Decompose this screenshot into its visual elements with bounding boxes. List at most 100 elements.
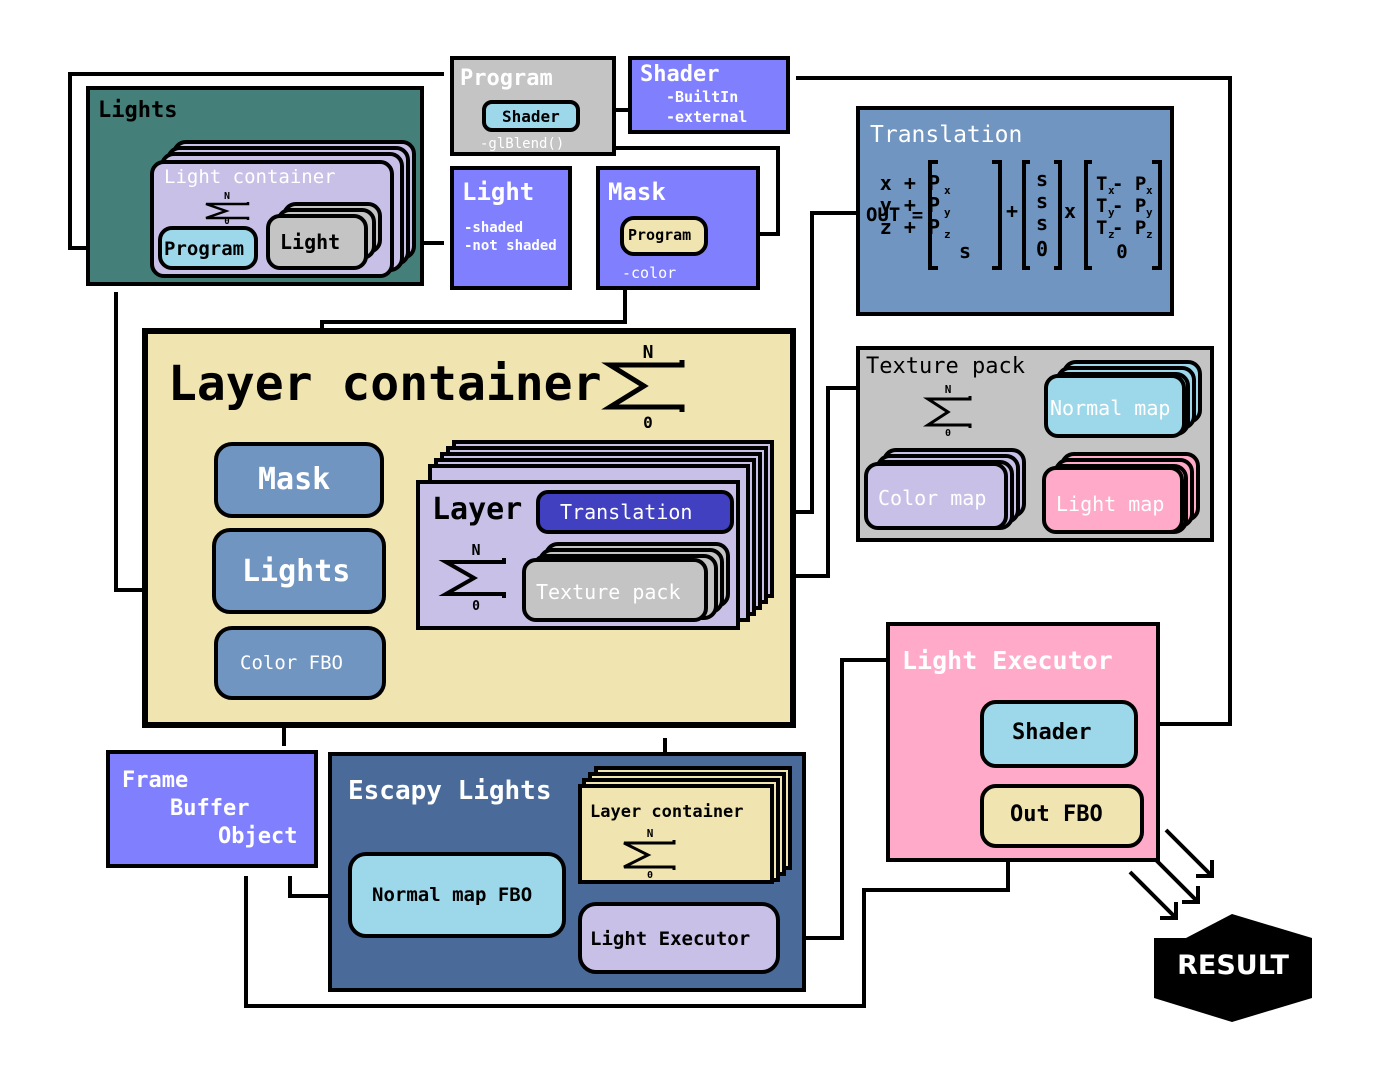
fbo-line-1: Frame <box>122 768 189 793</box>
svg-text:0: 0 <box>224 217 229 224</box>
escapy-light-executor-pill[interactable]: Light Executor <box>578 902 780 974</box>
light-item[interactable]: Light <box>266 214 368 270</box>
light-executor-box: Light Executor Shader Out FBO <box>886 622 1160 862</box>
mask-program-button[interactable]: Program <box>620 216 708 256</box>
sigma-icon: N 0 <box>200 190 254 227</box>
svg-text:x: x <box>1064 199 1076 223</box>
light-executor-title: Light Executor <box>902 646 1113 675</box>
svg-text:y: y <box>1146 206 1153 219</box>
texture-pack-title: Texture pack <box>866 354 1025 379</box>
escapy-layer-container[interactable]: Layer container <box>578 784 774 884</box>
svg-text:0: 0 <box>647 870 653 878</box>
escapy-light-executor-label: Light Executor <box>590 928 751 950</box>
program-box: Program Shader -glBlend() <box>450 56 616 156</box>
executor-shader-pill[interactable]: Shader <box>980 700 1138 768</box>
svg-text:- P: - P <box>1112 173 1146 195</box>
svg-text:x: x <box>1146 184 1153 197</box>
svg-text:- P: - P <box>1112 217 1146 239</box>
wire-shader-to-executor-shader <box>796 76 1232 726</box>
wire-out-fbo-loop <box>244 840 1010 1008</box>
layer-lights-pill[interactable]: Lights <box>212 528 386 614</box>
svg-text:T: T <box>1096 195 1107 217</box>
fbo-line-2: Buffer <box>170 796 250 821</box>
svg-text:0: 0 <box>945 428 951 436</box>
shader-box: Shader -BuiltIn -external <box>628 56 790 134</box>
light-map-label: Light map <box>1056 492 1165 516</box>
svg-text:- P: - P <box>1112 195 1146 217</box>
layer-color-fbo-label: Color FBO <box>240 652 343 674</box>
svg-text:0: 0 <box>1036 237 1048 261</box>
svg-text:N: N <box>945 383 952 396</box>
layer-box-title: Layer <box>432 492 523 527</box>
normal-map-item[interactable]: Normal map <box>1044 374 1186 438</box>
executor-shader-label: Shader <box>1012 720 1092 745</box>
layer-container-title: Layer container <box>168 356 602 412</box>
translation-box-title: Translation <box>870 122 1023 148</box>
layer-color-fbo-pill[interactable]: Color FBO <box>214 626 386 700</box>
color-map-item[interactable]: Color map <box>864 462 1008 530</box>
sigma-icon: N 0 <box>600 340 694 432</box>
program-box-title: Program <box>460 66 553 91</box>
color-map-label: Color map <box>878 486 987 510</box>
svg-text:s: s <box>1036 167 1048 191</box>
light-box-item: -shaded <box>464 220 524 236</box>
lights-panel-title: Lights <box>98 98 178 123</box>
svg-text:N: N <box>224 191 230 202</box>
executor-out-fbo-pill[interactable]: Out FBO <box>980 784 1144 848</box>
svg-text:OUT =: OUT = <box>866 204 923 226</box>
sigma-icon: N 0 <box>438 540 512 614</box>
normal-map-fbo-label: Normal map FBO <box>372 884 533 906</box>
svg-text:z: z <box>1108 228 1115 241</box>
light-box-title: Light <box>462 178 535 206</box>
svg-text:y: y <box>944 206 951 219</box>
svg-text:T: T <box>1096 217 1107 239</box>
program-blend-label: -glBlend() <box>480 136 565 152</box>
svg-text:x: x <box>1108 184 1115 197</box>
program-shader-button[interactable]: Shader <box>482 100 580 132</box>
svg-text:0: 0 <box>643 413 653 430</box>
light-container-label: Light container <box>164 166 336 188</box>
layer-translation-label: Translation <box>560 500 693 524</box>
light-box: Light -shaded -not shaded <box>450 166 572 290</box>
shader-box-item: -external <box>666 108 748 126</box>
svg-text:x: x <box>944 184 951 197</box>
mask-box: Mask Program -color <box>596 166 760 290</box>
light-program-button[interactable]: Program <box>158 226 258 270</box>
light-program-label: Program <box>164 238 245 260</box>
light-box-item: -not shaded <box>464 238 557 254</box>
escapy-lights-title: Escapy Lights <box>348 776 552 806</box>
light-map-item[interactable]: Light map <box>1042 466 1184 534</box>
svg-text:s: s <box>1036 189 1048 213</box>
sigma-icon: N 0 <box>618 826 680 881</box>
layer-translation-pill[interactable]: Translation <box>536 490 734 534</box>
shader-box-item: -BuiltIn <box>666 88 739 106</box>
frame-buffer-object-box: Frame Buffer Object <box>106 750 318 868</box>
fbo-line-3: Object <box>218 824 298 849</box>
svg-text:0: 0 <box>472 599 480 610</box>
svg-text:N: N <box>647 827 654 840</box>
mask-color-label: -color <box>622 264 677 282</box>
sigma-icon: N 0 <box>920 382 976 439</box>
svg-text:z: z <box>1146 228 1153 241</box>
shader-box-title: Shader <box>640 62 720 87</box>
result-hexagon <box>1154 914 1312 1022</box>
svg-text:N: N <box>471 541 480 559</box>
layer-texture-pack-pill[interactable]: Texture pack <box>522 558 708 622</box>
layer-mask-pill[interactable]: Mask <box>214 442 384 518</box>
svg-text:+: + <box>1006 199 1018 223</box>
result-label: RESULT <box>1177 950 1289 981</box>
svg-text:s: s <box>1036 211 1048 235</box>
translation-formula: OUT = + x x + P y + P z + P s x y z s s … <box>866 160 1162 270</box>
svg-text:T: T <box>1096 173 1107 195</box>
light-item-label: Light <box>280 230 341 254</box>
layer-mask-label: Mask <box>258 462 331 497</box>
wire-executor-to-escapy-executor <box>778 658 888 940</box>
svg-text:N: N <box>643 342 654 363</box>
normal-map-fbo-pill[interactable]: Normal map FBO <box>348 852 566 938</box>
normal-map-label: Normal map <box>1050 396 1171 420</box>
translation-box: Translation <box>856 106 1174 316</box>
mask-program-label: Program <box>628 226 692 244</box>
executor-out-fbo-label: Out FBO <box>1010 802 1103 827</box>
